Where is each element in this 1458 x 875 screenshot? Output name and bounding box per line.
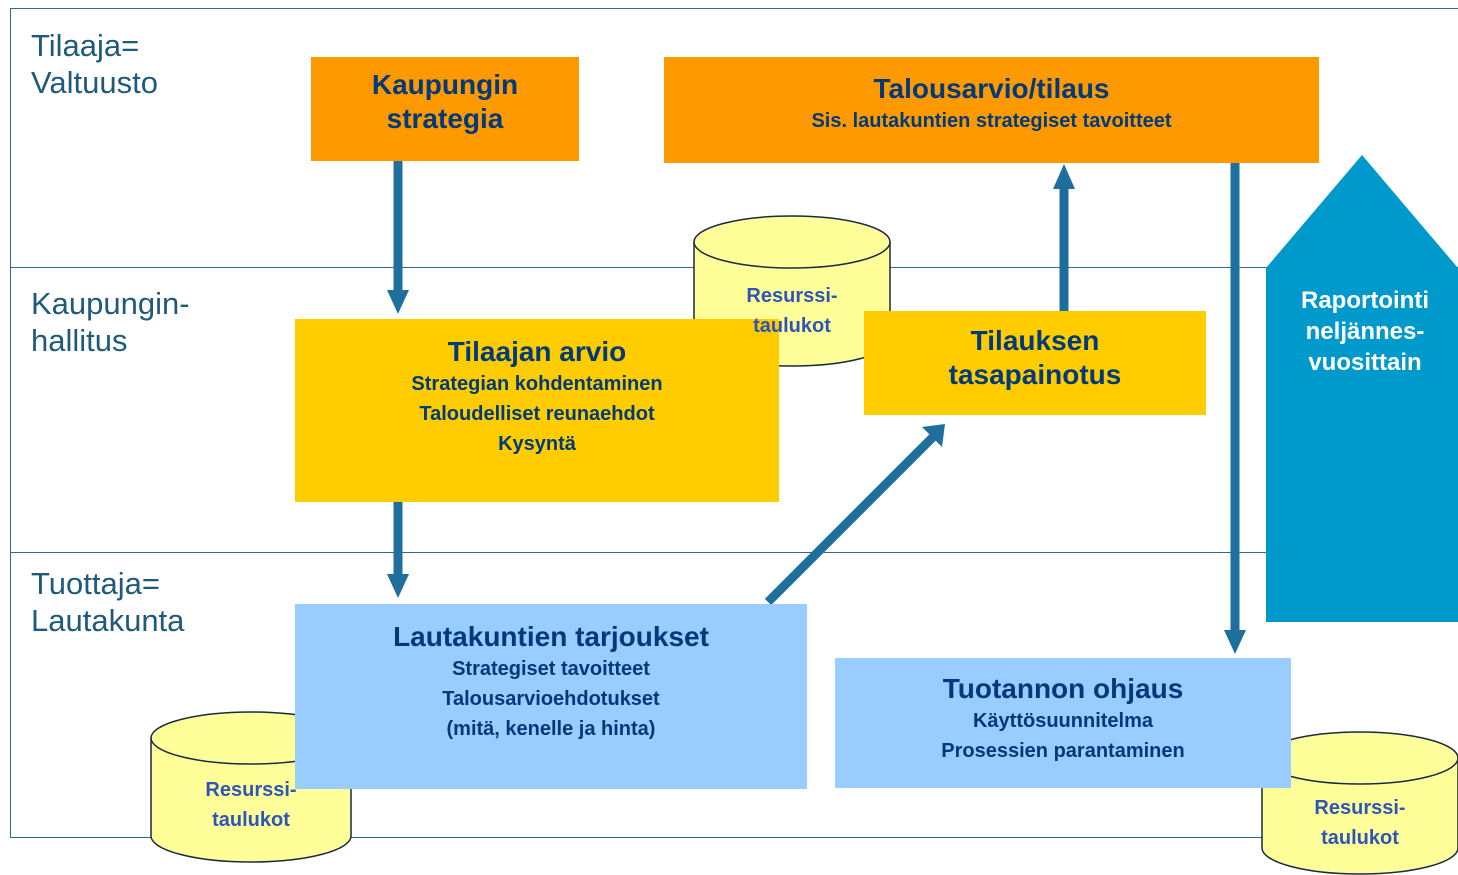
arrow-strategy-to-assessment [387, 160, 409, 314]
cylinder-label-top: Resurssi-taulukot [746, 285, 838, 337]
lane-label-hallitus: Kaupungin-hallitus [31, 286, 190, 358]
cylinder-label-right: Resurssi-taulukot [1314, 797, 1406, 849]
box-tuotannon-ohjaus: Tuotannon ohjaus Käyttösuunnitelma Prose… [835, 658, 1291, 788]
lane-label-valtuusto: Tilaaja=Valtuusto [31, 28, 158, 100]
box-tilaajan-arvio: Tilaajan arvio Strategian kohdentaminen … [295, 319, 779, 502]
arrow-balancing-to-budget [1053, 164, 1075, 318]
lane-divider-2 [10, 552, 1458, 553]
box-kaupungin-strategia: Kaupungin strategia [311, 57, 579, 161]
arrow-assessment-to-offers [387, 500, 409, 598]
resource-cylinder-right [1261, 731, 1458, 875]
reporting-arrow-shape [1266, 155, 1458, 622]
box-lautakuntien-tarjoukset: Lautakuntien tarjoukset Strategiset tavo… [295, 604, 807, 789]
reporting-label: Raportointi neljännes- vuosittain [1301, 287, 1429, 376]
box-tilauksen-tasapainotus: Tilauksen tasapainotus [864, 311, 1206, 415]
cylinder-label-left: Resurssi-taulukot [205, 779, 297, 831]
arrow-budget-to-production [1224, 162, 1246, 654]
arrow-offers-to-balancing [764, 424, 945, 606]
lane-label-lautakunta: Tuottaja=Lautakunta [31, 566, 185, 638]
diagram-frame [10, 8, 1458, 838]
box-talousarvio-tilaus: Talousarvio/tilaus Sis. lautakuntien str… [664, 57, 1319, 163]
